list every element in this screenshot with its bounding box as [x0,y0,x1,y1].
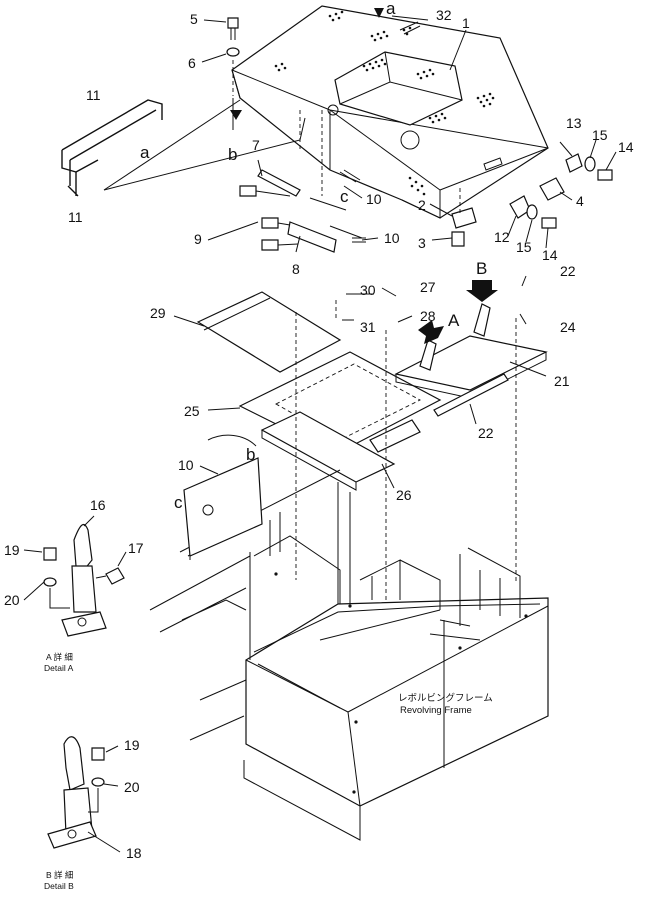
part-label: 11 [68,209,83,225]
part-label: 6 [188,55,196,71]
part-label: 8 [292,261,300,277]
detail-b-drawing [47,736,105,849]
part-label: 4 [576,193,584,209]
connection-letter: a [140,143,150,162]
connection-letter: b [246,445,256,464]
detail-a-drawing [43,523,125,637]
part-label: 5 [190,11,198,27]
arrow-a-view-icon [418,320,444,344]
part-label: 9 [194,231,202,247]
part-label: 32 [436,7,452,23]
part-label: 1 [462,15,470,31]
part-label: 20 [4,592,20,608]
part-label: 19 [124,737,140,753]
connection-letter: b [228,145,238,164]
part-label: 20 [124,779,140,795]
part-label: 11 [86,87,101,103]
part-label: 29 [150,305,166,321]
part-label: 14 [618,139,634,155]
view-arrows [230,8,498,344]
part-label: 26 [396,487,412,503]
detail-a-label: Detail A [44,663,74,673]
part-label: 28 [420,308,436,324]
part-label: 21 [554,373,570,389]
part-label: 10 [366,191,382,207]
leader-lines [23,15,617,853]
part-label: 2 [418,197,426,213]
floor-panels [196,291,548,610]
part-label: 19 [4,542,20,558]
part-label: 7 [252,137,260,153]
part-label: 15 [592,127,608,143]
part-label: 22 [478,425,494,441]
part-label: 27 [420,279,436,295]
arrow-b-icon [230,110,242,120]
part-label: 10 [384,230,400,246]
part-label: 15 [516,239,532,255]
revolving-frame-box [149,434,549,841]
hood-hardware [61,17,613,253]
revolving-frame-label: Revolving Frame [400,705,472,716]
arrow-b-view-icon [466,280,498,302]
connection-letter: B [476,259,488,278]
part-label: 18 [126,845,142,861]
part-label: 13 [566,115,582,131]
connection-letter: a [386,0,396,18]
part-label: 22 [560,263,576,279]
detail-a-label-jp: A 詳 細 [46,652,73,662]
part-label: 12 [494,229,510,245]
part-label: 30 [360,282,376,298]
part-label: 25 [184,403,200,419]
part-label: 16 [90,497,106,513]
connection-letter: c [174,493,183,512]
part-label: 14 [542,247,558,263]
part-label: 31 [360,319,376,335]
part-label: 3 [418,235,426,251]
connection-letter: A [448,311,460,330]
part-label: 24 [560,319,576,335]
detail-b-label: Detail B [44,881,74,891]
revolving-frame-label-jp: レボルビングフレーム [398,693,493,704]
arrow-a-top-icon [374,8,384,18]
part-label: 10 [178,457,194,473]
detail-b-label-jp: B 詳 細 [46,870,74,880]
part-label: 17 [128,540,144,556]
connection-letter: c [340,187,349,206]
